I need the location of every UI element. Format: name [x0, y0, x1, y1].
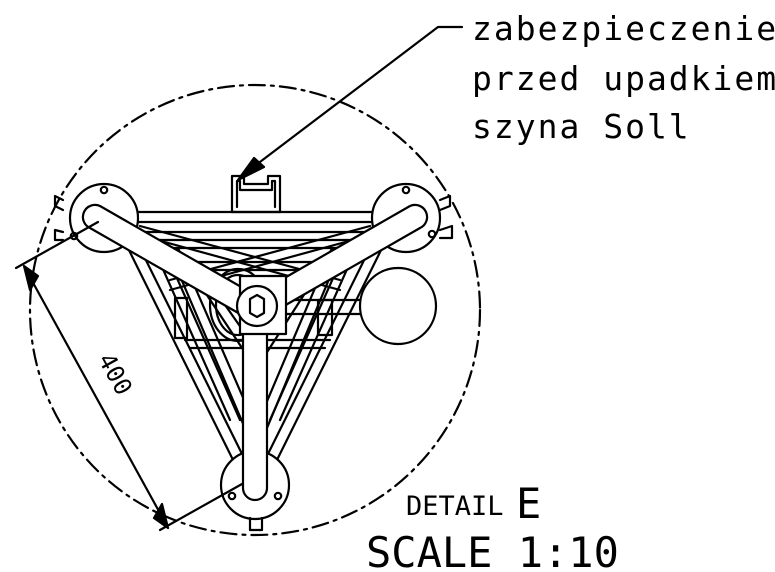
- callout-line-1: zabezpieczenie: [472, 9, 775, 48]
- dimension-value-label: 400: [92, 348, 138, 399]
- detail-letter-label: E: [516, 479, 541, 528]
- detail-boundary-circle: [28, 83, 482, 537]
- callout-line-2: przed upadkiem: [472, 59, 775, 98]
- scale-label: SCALE 1:10: [366, 528, 619, 572]
- central-hub: [235, 274, 288, 336]
- detail-prefix-label: DETAIL: [406, 491, 504, 522]
- dimension-400: [14, 220, 244, 532]
- side-wheel: [358, 266, 438, 346]
- soll-rail-profile: [230, 174, 282, 214]
- three-arm-bracket: [81, 203, 429, 502]
- callout-arrowhead: [236, 156, 266, 182]
- callout-leader-line: [250, 25, 464, 170]
- callout-line-3: szyna Soll: [472, 107, 691, 146]
